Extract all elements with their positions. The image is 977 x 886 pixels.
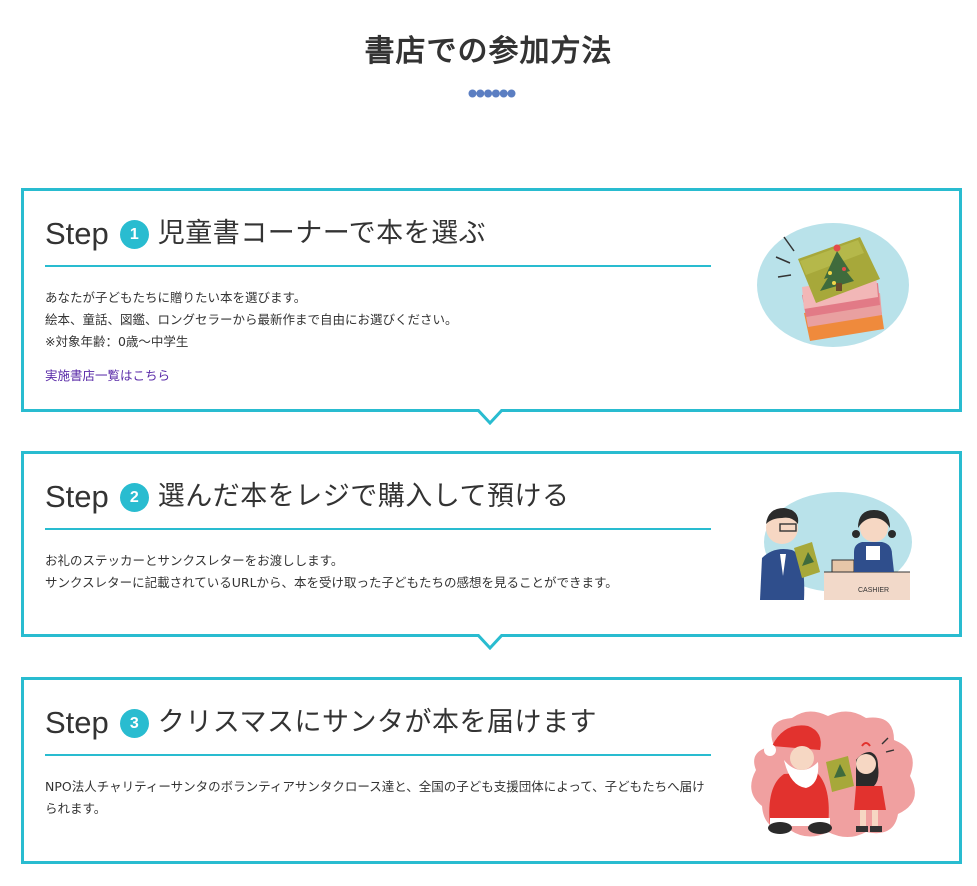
step-description: NPO法人チャリティーサンタのボランティアサンタクロース達と、全国の子ども支援団… xyxy=(45,776,711,820)
cashier-sign: CASHIER xyxy=(858,587,889,594)
description-line: ※対象年齢：0歳〜中学生 xyxy=(45,334,189,349)
step-label: Step xyxy=(45,705,109,740)
step-label: Step xyxy=(45,479,109,514)
title-dots-decoration xyxy=(468,89,516,98)
description-line: サンクスレターに記載されているURLから、本を受け取った子どもたちの感想を見るこ… xyxy=(45,575,618,590)
step-title: 児童書コーナーで本を選ぶ xyxy=(157,218,487,249)
step-heading: Step 2 選んだ本をレジで購入して預ける xyxy=(45,478,711,530)
bookstore-list-link[interactable]: 実施書店一覧はこちら xyxy=(45,368,171,383)
description-line: あなたが子どもたちに贈りたい本を選びます。 xyxy=(45,290,307,305)
step-heading: Step 1 児童書コーナーで本を選ぶ xyxy=(45,215,711,267)
santa-gift-icon xyxy=(751,711,915,837)
step-title: 選んだ本をレジで購入して預ける xyxy=(157,481,570,512)
step-description: お礼のステッカーとサンクスレターをお渡しします。 サンクスレターに記載されている… xyxy=(45,550,711,594)
step-number-badge: 3 xyxy=(119,709,149,738)
step-arrow-down xyxy=(477,409,503,425)
step-description: あなたが子どもたちに贈りたい本を選びます。 絵本、童話、図鑑、ロングセラーから最… xyxy=(45,287,711,387)
description-line: 絵本、童話、図鑑、ロングセラーから最新作まで自由にお選びください。 xyxy=(45,312,458,327)
step-label: Step xyxy=(45,216,109,251)
step-number-badge: 1 xyxy=(119,220,149,249)
step-card-2: Step 2 選んだ本をレジで購入して預ける お礼のステッカーとサンクスレターを… xyxy=(21,451,962,637)
step-arrow-down xyxy=(477,634,503,650)
step-number-badge: 2 xyxy=(119,483,149,512)
page-title: 書店での参加方法 xyxy=(364,34,613,69)
description-line: NPO法人チャリティーサンタのボランティアサンタクロース達と、全国の子ども支援団… xyxy=(45,779,705,816)
description-line: お礼のステッカーとサンクスレターをお渡しします。 xyxy=(45,553,344,568)
step-card-3: Step 3 クリスマスにサンタが本を届けます NPO法人チャリティーサンタのボ… xyxy=(21,677,962,864)
step-title: クリスマスにサンタが本を届けます xyxy=(157,707,597,738)
step-card-1: Step 1 児童書コーナーで本を選ぶ あなたが子どもたちに贈りたい本を選びます… xyxy=(21,188,962,412)
books-christmas-tree-icon xyxy=(757,223,909,347)
step-heading: Step 3 クリスマスにサンタが本を届けます xyxy=(45,704,711,756)
cashier-purchase-icon: CASHIER xyxy=(760,492,912,600)
